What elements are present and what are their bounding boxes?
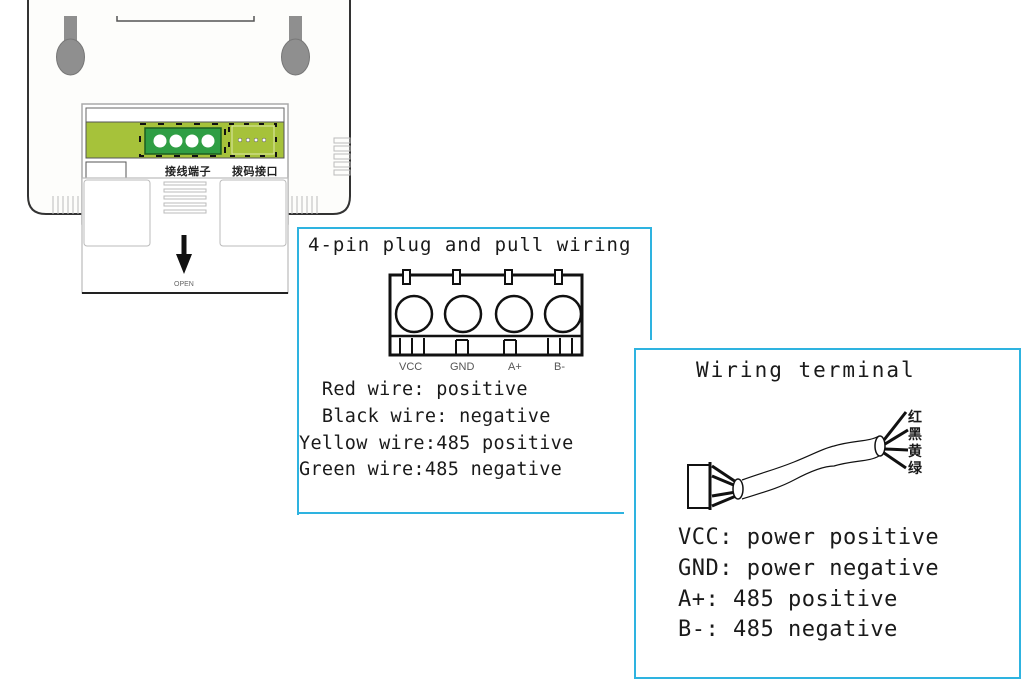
- device-back-illustration: [27, 0, 351, 294]
- pin-hole: [494, 294, 534, 334]
- four-pin-plug-diagram: [388, 269, 584, 357]
- wire-color-green: 绿: [908, 461, 922, 477]
- wire-color-yellow: 黄: [908, 444, 922, 460]
- panel-border: [297, 512, 624, 514]
- pin-hole: [543, 294, 583, 334]
- terminal-label: 接线端子: [165, 165, 211, 178]
- wire-color-red: 红: [908, 410, 922, 426]
- pin-label-vcc: VCC: [399, 361, 423, 373]
- plug-line-black: Black wire: negative: [299, 406, 551, 427]
- keyhole-left-icon: [56, 16, 85, 76]
- pin-label-gnd: GND: [450, 361, 475, 373]
- dip-port-label: 拨码接口: [232, 165, 278, 178]
- plug-panel-title: 4-pin plug and pull wiring: [308, 234, 632, 256]
- bottom-vent-left: [52, 196, 79, 214]
- side-vent: [333, 137, 351, 176]
- open-label: OPEN: [174, 281, 194, 288]
- pin-label-a-plus: A+: [508, 361, 522, 373]
- bottom-vent-right: [291, 196, 318, 214]
- keyhole-right-icon: [281, 16, 310, 76]
- terminal-line-vcc: VCC: power positive: [678, 525, 940, 550]
- pin-hole: [394, 294, 434, 334]
- plug-line-yellow: Yellow wire:485 positive: [299, 433, 574, 454]
- plug-line-red: Red wire: positive: [299, 379, 528, 400]
- dip-port: [231, 125, 275, 155]
- pin-label-b-minus: B-: [554, 361, 565, 373]
- top-slot: [116, 16, 255, 22]
- arrow-down-icon: [176, 235, 192, 274]
- terminal-line-gnd: GND: power negative: [678, 556, 940, 581]
- wiring-cable-illustration: [687, 411, 909, 510]
- terminal-panel-title: Wiring terminal: [696, 358, 916, 382]
- wiring-terminal-panel: [634, 348, 1021, 679]
- terminal-line-b-minus: B-: 485 negative: [678, 617, 898, 642]
- cover-vent: [163, 181, 207, 214]
- plug-line-green: Green wire:485 negative: [299, 459, 563, 480]
- pin-hole: [443, 294, 483, 334]
- panel-border: [650, 227, 652, 340]
- terminal-line-a-plus: A+: 485 positive: [678, 587, 898, 612]
- wire-color-black: 黑: [908, 427, 922, 443]
